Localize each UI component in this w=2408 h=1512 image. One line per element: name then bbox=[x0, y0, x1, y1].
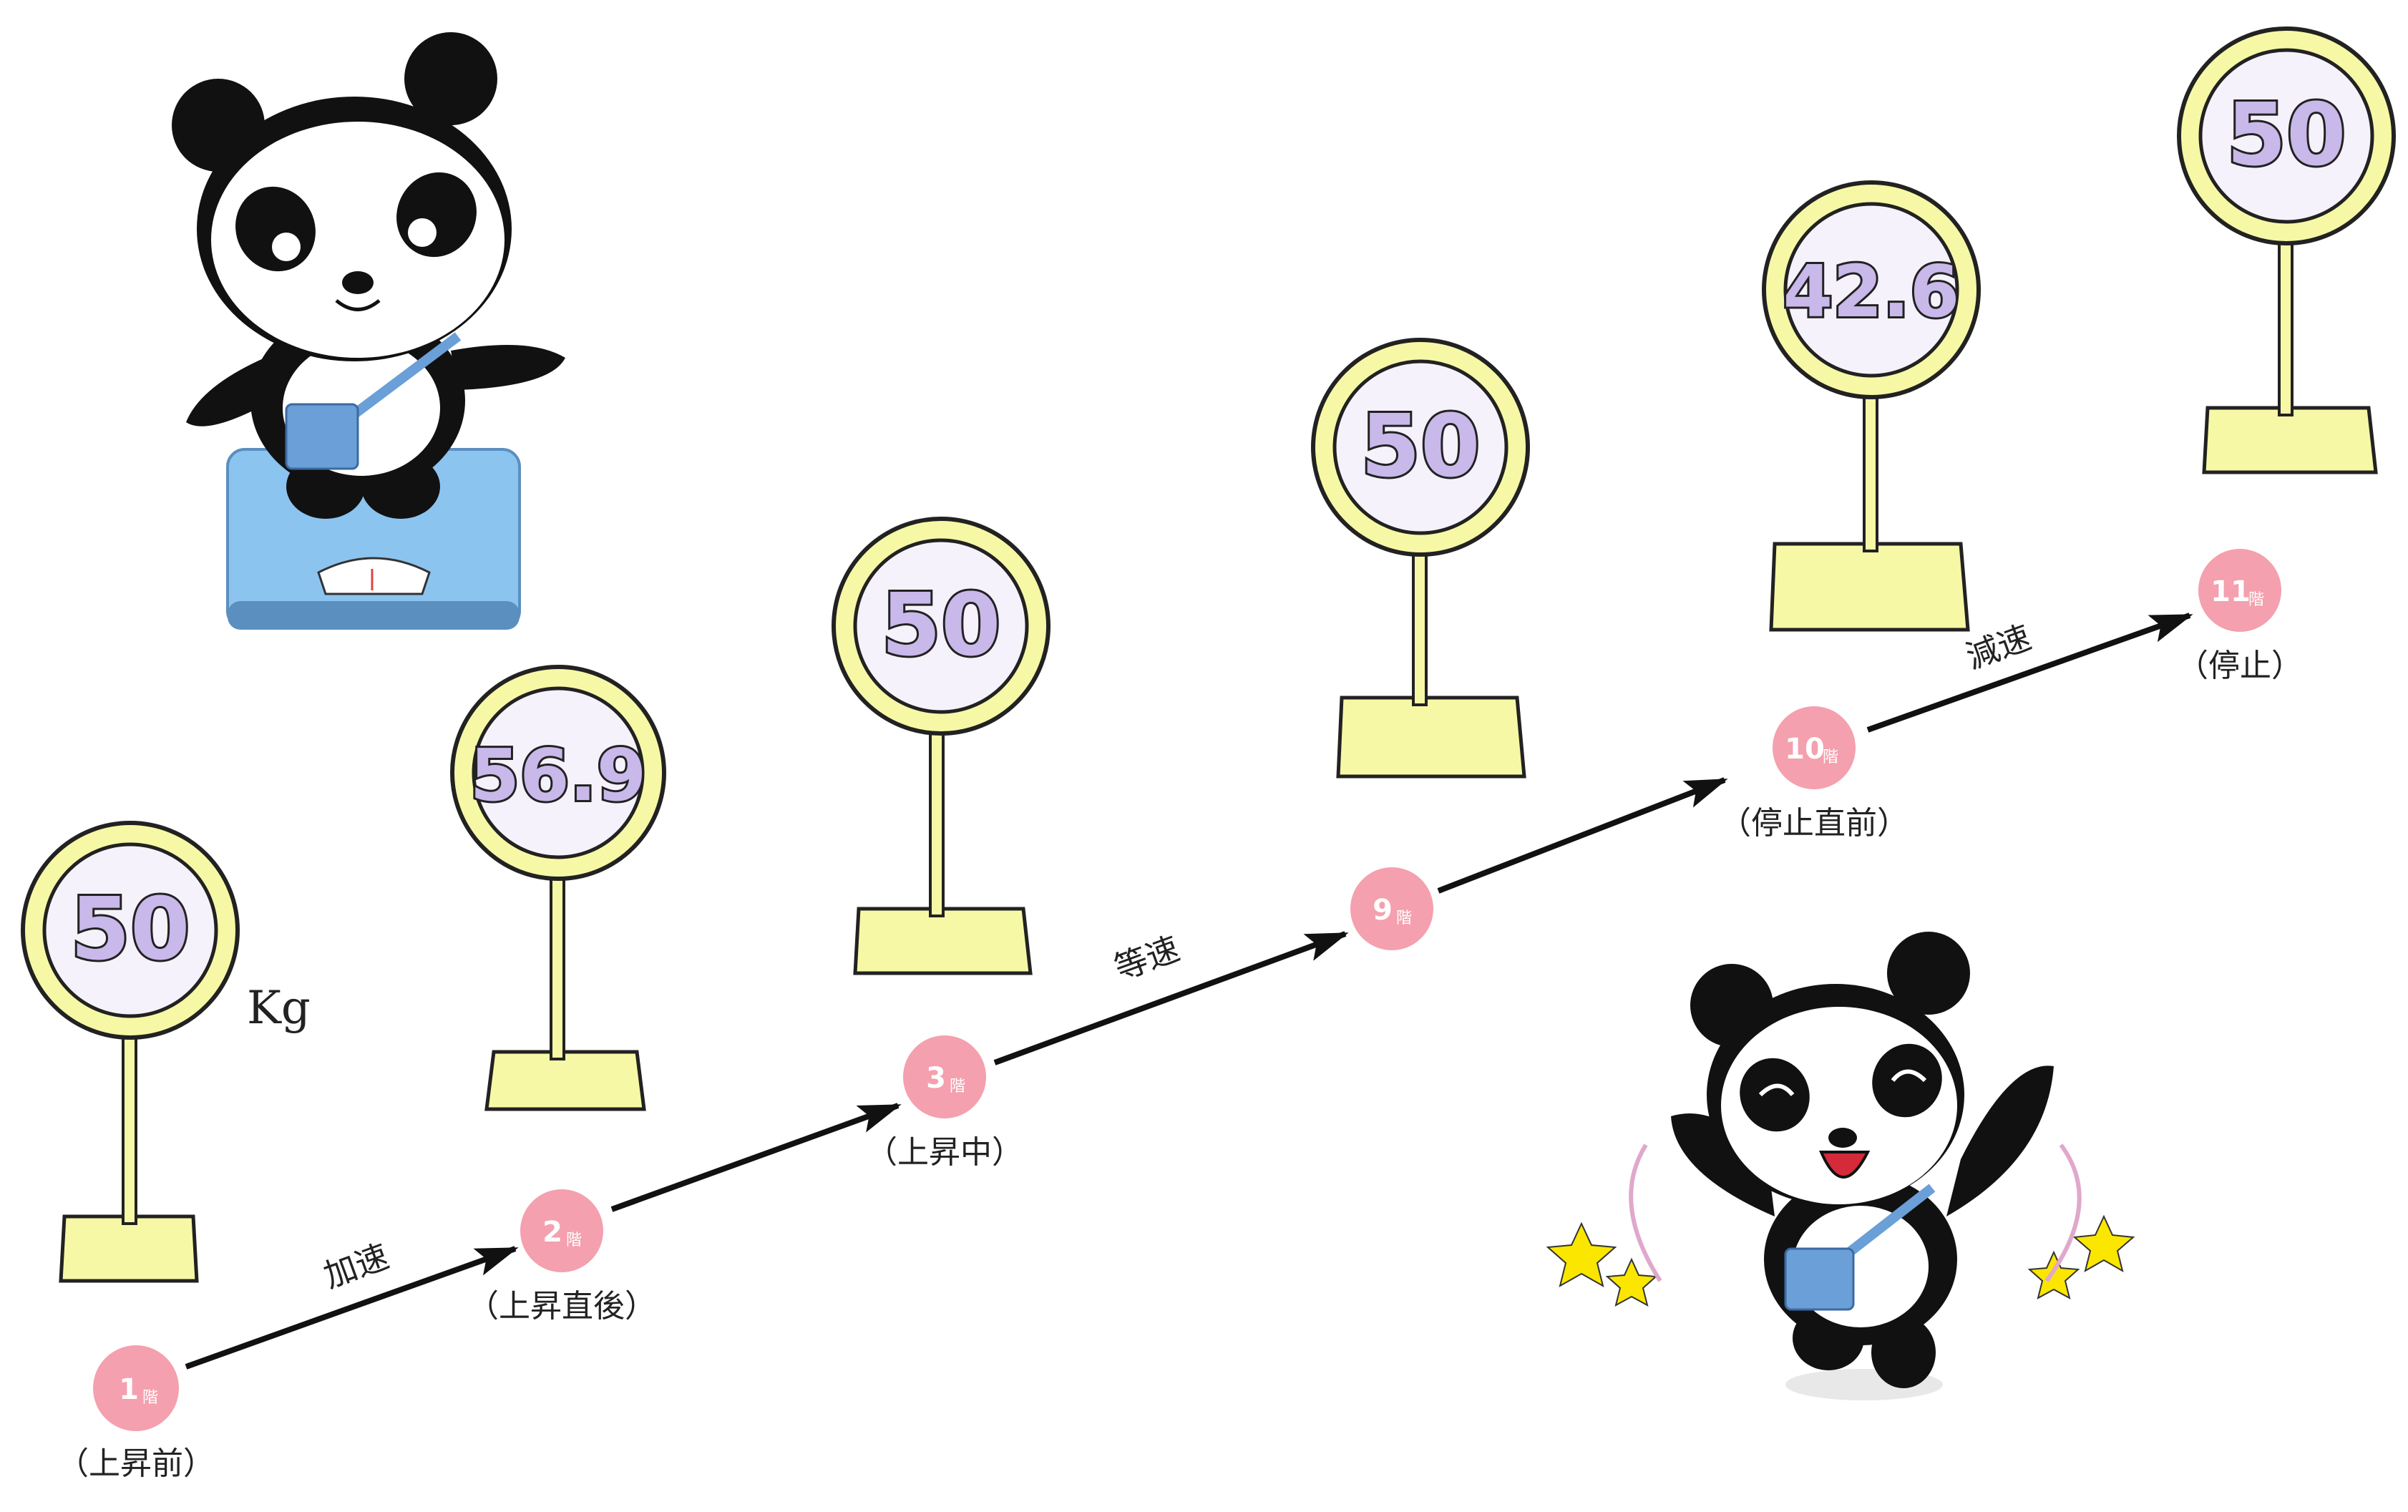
segment-arrow-accel-2 bbox=[610, 1103, 902, 1212]
dial-reading: 50 bbox=[1361, 397, 1481, 497]
floor-number: 2 bbox=[542, 1216, 562, 1249]
dial-reading: 42.6 bbox=[1783, 250, 1960, 333]
floor-station: 50 Kg 1 階 （上昇前） bbox=[21, 821, 311, 1482]
floor-marker bbox=[1350, 867, 1433, 950]
segment-label-accel: 加速 bbox=[318, 1237, 394, 1295]
floor-caption: （停止） bbox=[2177, 648, 2303, 684]
floor-suffix: 階 bbox=[2248, 591, 2264, 609]
dial-reading: 50 bbox=[71, 880, 190, 980]
panda-cheering-illustration bbox=[1546, 932, 2135, 1400]
floor-suffix: 階 bbox=[950, 1078, 965, 1096]
floor-caption: （上昇前） bbox=[57, 1445, 215, 1482]
weight-dial: 50 bbox=[21, 821, 240, 1283]
floor-number: 3 bbox=[926, 1062, 946, 1095]
weight-dial: 50 bbox=[2177, 26, 2396, 474]
floor-marker bbox=[2198, 549, 2281, 632]
floor-number: 11 bbox=[2210, 575, 2251, 608]
floor-caption: （上昇中） bbox=[866, 1134, 1023, 1171]
floor-suffix: 階 bbox=[142, 1389, 158, 1407]
segment-label-constant: 等速 bbox=[1109, 929, 1184, 987]
dial-reading: 50 bbox=[2227, 86, 2346, 185]
weight-dial: 42.6 bbox=[1762, 180, 1981, 632]
floor-marker bbox=[520, 1189, 603, 1272]
segment-arrow-accel bbox=[185, 1246, 519, 1370]
dial-reading: 56.9 bbox=[470, 733, 647, 817]
floor-station: 50 3 階 （上昇中） bbox=[832, 517, 1051, 1171]
floor-suffix: 階 bbox=[1396, 909, 1412, 927]
dial-reading: 50 bbox=[882, 576, 1001, 675]
floor-number: 9 bbox=[1373, 894, 1393, 927]
segment-arrow-constant-2 bbox=[1437, 777, 1728, 894]
segment-label-decel: 減速 bbox=[1961, 618, 2036, 676]
floor-stations: 50 Kg 1 階 （上昇前） 56.9 2 階 （上昇直後） bbox=[21, 26, 2396, 1482]
floor-marker bbox=[1773, 706, 1856, 789]
floor-suffix: 階 bbox=[566, 1231, 582, 1249]
weight-dial: 50 bbox=[1311, 338, 1530, 779]
floor-marker bbox=[903, 1035, 986, 1118]
motion-path bbox=[185, 613, 2193, 1370]
segment-arrow-decel bbox=[1866, 613, 2193, 733]
floor-number: 1 bbox=[119, 1373, 139, 1406]
floor-number: 10 bbox=[1785, 733, 1825, 766]
floor-marker bbox=[93, 1345, 179, 1431]
floor-station: 50 11 階 （停止） bbox=[2177, 26, 2396, 684]
floor-station: 50 9 階 bbox=[1311, 338, 1530, 950]
weight-dial: 50 bbox=[832, 517, 1051, 975]
panda-on-scale-illustration bbox=[172, 32, 565, 630]
weight-unit: Kg bbox=[247, 982, 311, 1035]
floor-caption: （上昇直後） bbox=[467, 1288, 656, 1325]
segment-arrow-constant bbox=[993, 931, 1349, 1065]
floor-station: 42.6 10 階 （停止直前） bbox=[1720, 180, 1981, 842]
floor-caption: （停止直前） bbox=[1720, 805, 1909, 842]
floor-suffix: 階 bbox=[1823, 748, 1838, 766]
weight-dial: 56.9 bbox=[450, 665, 666, 1111]
floor-station: 56.9 2 階 （上昇直後） bbox=[450, 665, 666, 1325]
